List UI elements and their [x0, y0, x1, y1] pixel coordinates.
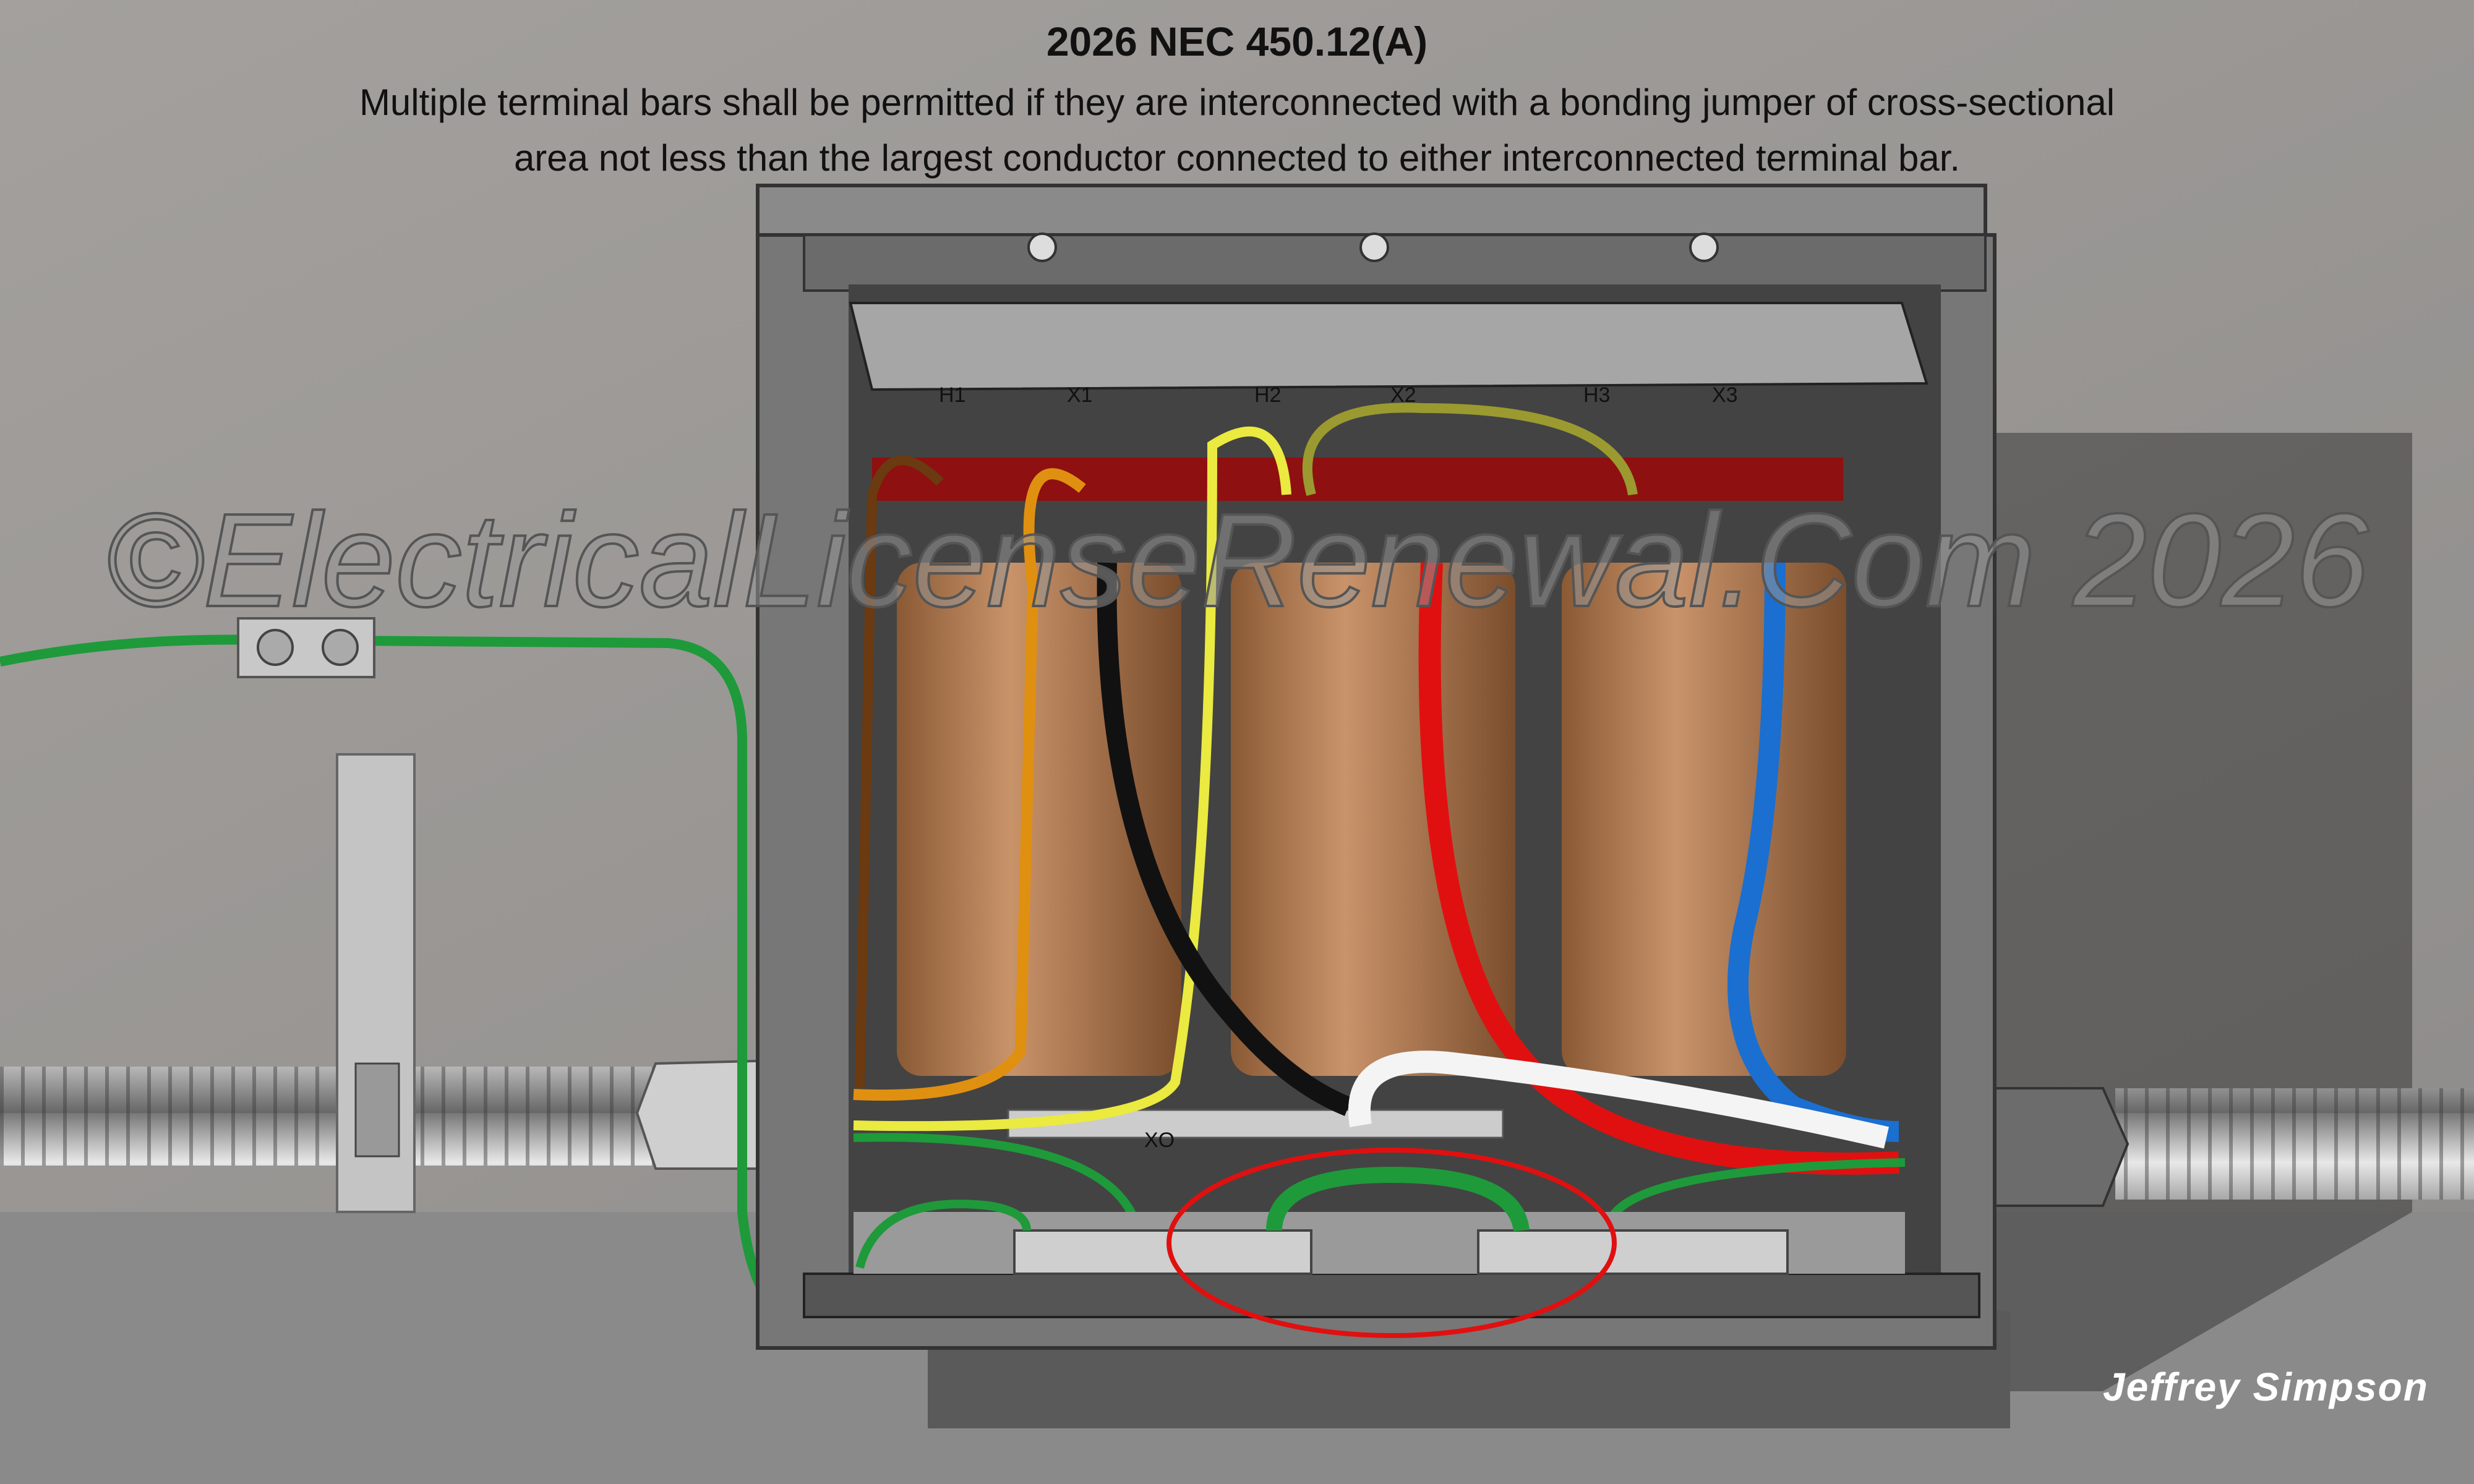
- conductor-red: [1418, 562, 1899, 1175]
- conductor-h1-brown: [855, 455, 944, 1089]
- conductor-white-neutral: [1348, 1051, 1890, 1149]
- code-text-line-1: Multiple terminal bars shall be permitte…: [359, 82, 2115, 123]
- terminal-bar-2: [1477, 1229, 1789, 1275]
- conductor-green-internal: [853, 1133, 1142, 1232]
- split-bolt-connector: [237, 617, 375, 678]
- terminal-label-x1: X1: [1067, 383, 1093, 407]
- watermark: ©ElectricalLicenseRenewal.Com 2026: [105, 485, 2369, 634]
- terminal-bar-1: [1013, 1229, 1312, 1275]
- terminal-label-x3: X3: [1712, 383, 1738, 407]
- terminal-label-h2: H2: [1254, 383, 1281, 407]
- conductor-x1-orange: [853, 468, 1086, 1101]
- highlight-ellipse: [1166, 1148, 1617, 1338]
- conductor-h2-h3-olive: [1302, 403, 1638, 497]
- terminal-label-h1: H1: [939, 383, 965, 407]
- page-title: 2026 NEC 450.12(A): [1047, 19, 1427, 64]
- code-text-line-2: area not less than the largest conductor…: [514, 137, 1960, 179]
- coil-2: [1231, 563, 1515, 1076]
- strut-clamp: [354, 1062, 400, 1158]
- coil-3: [1562, 563, 1846, 1076]
- terminal-label-h3: H3: [1583, 383, 1610, 407]
- conduit-connector-right: [1978, 1087, 2129, 1207]
- artist-signature: Jeffrey Simpson: [2103, 1365, 2429, 1409]
- conductor-yellow: [853, 426, 1291, 1132]
- ground-wire-to-bar: [855, 1200, 1031, 1269]
- bonding-jumper: [1266, 1166, 1530, 1232]
- neutral-label: XO: [1144, 1128, 1175, 1152]
- flexible-conduit-right: [2115, 1088, 2474, 1200]
- flexible-conduit-left: [0, 1067, 662, 1166]
- conductor-black: [1097, 562, 1353, 1116]
